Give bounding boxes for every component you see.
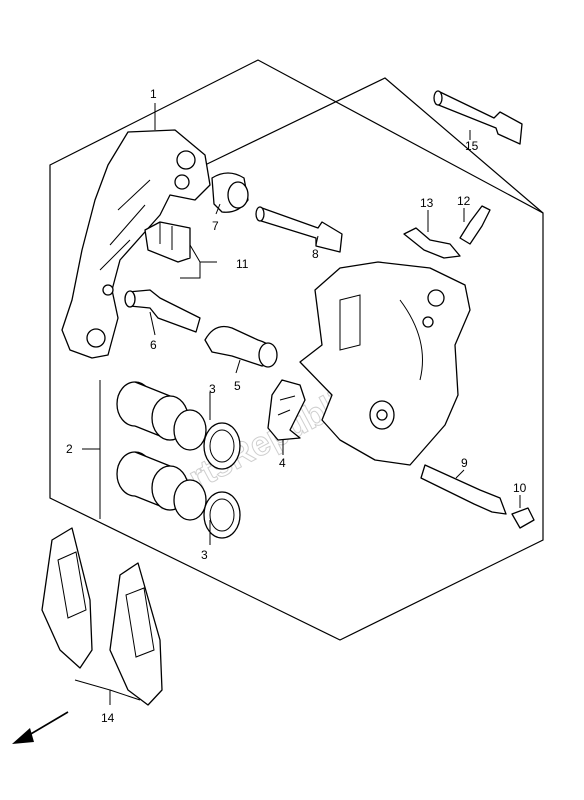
- seals-part-3: [173, 409, 241, 539]
- callout-4: 4: [279, 456, 286, 470]
- pin-part-6: [124, 289, 201, 333]
- brake-pads-part-14: [41, 527, 163, 706]
- slide-pin-part-8: [255, 206, 343, 253]
- callout-8: 8: [312, 247, 319, 261]
- boot-part-7: [211, 172, 249, 213]
- callout-6: 6: [150, 338, 157, 352]
- callout-9: 9: [461, 456, 468, 470]
- leader-lines: [74, 103, 521, 705]
- front-direction-arrow-icon: [12, 711, 69, 744]
- pin-part-9: [420, 464, 507, 515]
- inner-frame-line: [204, 77, 544, 214]
- spring-part-4: [267, 379, 306, 441]
- callout-3a: 3: [209, 382, 216, 396]
- callout-11: 11: [236, 257, 249, 271]
- callout-2: 2: [66, 442, 73, 456]
- pistons-part-2: [116, 381, 189, 511]
- callout-13: 13: [420, 196, 434, 210]
- cap-part-10: [511, 507, 535, 529]
- callout-14: 14: [101, 711, 115, 725]
- bolt-part-15: [433, 90, 523, 145]
- caliper-assembly-boundary: [49, 59, 544, 641]
- callout-12: 12: [457, 194, 471, 208]
- pad-clip-part-11: [144, 221, 191, 263]
- bleeder-valve-part-12: [459, 205, 491, 245]
- callout-10: 10: [513, 481, 527, 495]
- boot-part-5: [204, 325, 278, 368]
- callout-5: 5: [234, 379, 241, 393]
- callout-15: 15: [465, 139, 479, 153]
- callout-7: 7: [212, 219, 219, 233]
- callout-1: 1: [150, 87, 157, 101]
- caliper-body: [299, 261, 471, 466]
- callout-3b: 3: [201, 548, 208, 562]
- clip-part-13: [403, 227, 461, 259]
- caliper-bracket: [61, 129, 211, 359]
